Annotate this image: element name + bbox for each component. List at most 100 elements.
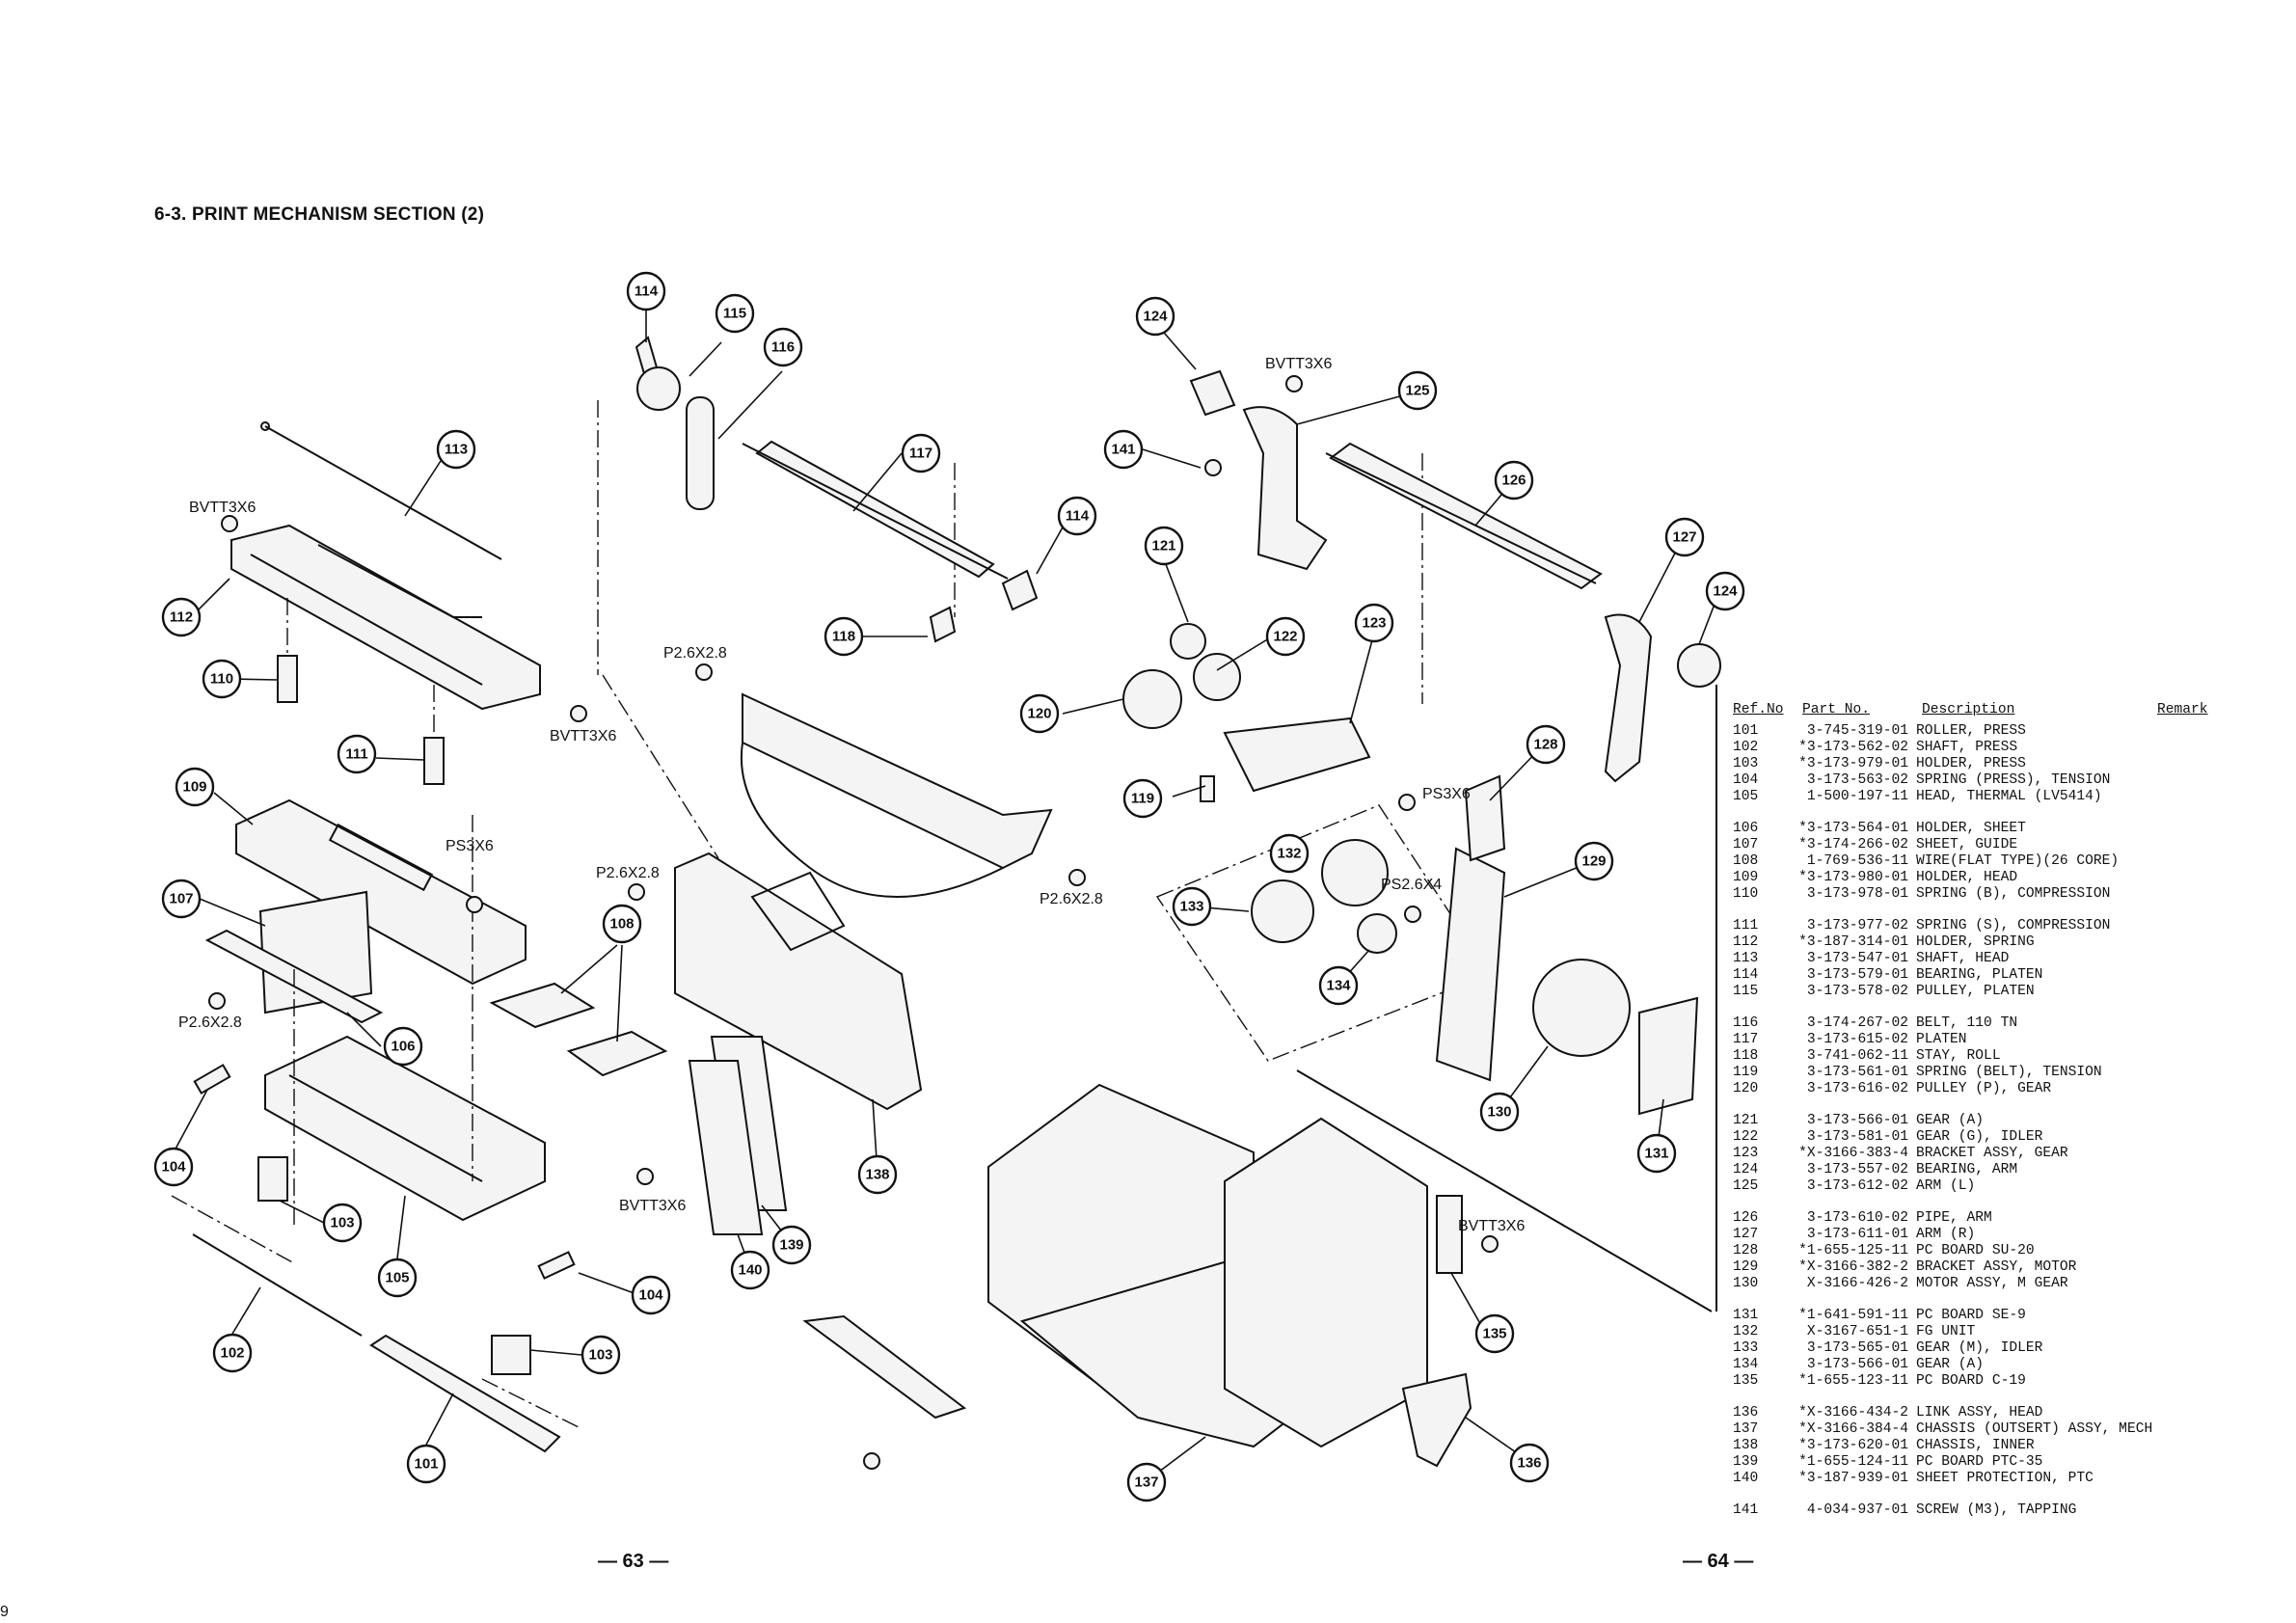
description-cell: PC BOARD SE-9 [1916, 1308, 2026, 1323]
callout-131: 131 [1636, 1133, 1677, 1174]
ref-no-cell: 133 [1733, 1340, 1759, 1356]
inner-chassis-part [674, 852, 923, 1111]
svg-text:125: 125 [1405, 383, 1429, 399]
head-shaft-part [264, 425, 502, 560]
part-no-cell: 3-173-547-01 [1806, 951, 1908, 966]
callout-108: 108 [602, 904, 642, 944]
bearing-arm-a-part [1189, 369, 1236, 417]
bracket-gear-part [1223, 717, 1371, 793]
callout-125: 125 [1397, 370, 1438, 411]
ref-no-cell: 140 [1733, 1471, 1759, 1486]
svg-text:101: 101 [414, 1456, 438, 1473]
arm-r-part [1604, 613, 1653, 783]
ref-no-cell: 118 [1733, 1048, 1759, 1064]
svg-text:116: 116 [771, 339, 795, 356]
callout-101: 101 [406, 1444, 446, 1484]
description-cell: GEAR (A) [1916, 1357, 1985, 1372]
svg-text:114: 114 [1066, 508, 1090, 525]
description-cell: HOLDER, SPRING [1916, 934, 2035, 950]
part-no-cell: *X-3166-384-4 [1798, 1421, 1908, 1437]
callout-139: 139 [771, 1225, 812, 1265]
description-cell: PC BOARD SU-20 [1916, 1243, 2035, 1258]
callout-113: 113 [436, 429, 476, 470]
ref-no-cell: 101 [1733, 723, 1759, 739]
screw-label: P2.6X2.8 [596, 865, 660, 881]
svg-text:111: 111 [345, 746, 367, 763]
part-no-cell: 3-174-267-02 [1806, 1015, 1908, 1031]
description-cell: WIRE(FLAT TYPE)(26 CORE) [1916, 853, 2120, 869]
press-roller-part [369, 1334, 561, 1453]
callout-135: 135 [1474, 1313, 1515, 1354]
ref-no-cell: 114 [1733, 967, 1759, 983]
part-no-cell: 3-173-977-02 [1806, 918, 1908, 933]
chassis-side-part [1224, 1117, 1428, 1448]
part-no-cell: 1-500-197-11 [1806, 789, 1908, 804]
description-cell: SCREW (M3), TAPPING [1916, 1502, 2077, 1518]
part-no-cell: *3-187-314-01 [1798, 934, 1908, 950]
bearing-arm-b-part [1677, 643, 1721, 688]
callout-133: 133 [1172, 886, 1212, 927]
description-cell: BRACKET ASSY, MOTOR [1916, 1259, 2077, 1275]
description-cell: SHEET, GUIDE [1916, 837, 2018, 852]
ref-no-cell: 112 [1733, 934, 1759, 950]
part-no-cell: *1-655-123-11 [1798, 1373, 1908, 1389]
callout-112: 112 [161, 597, 202, 637]
ref-no-cell: 127 [1733, 1227, 1759, 1242]
ref-no-cell: 120 [1733, 1081, 1759, 1096]
ref-no-cell: 123 [1733, 1146, 1759, 1161]
part-no-cell: *3-173-620-01 [1798, 1438, 1908, 1453]
callout-124: 124 [1705, 571, 1745, 611]
svg-text:104: 104 [638, 1287, 663, 1304]
description-cell: HOLDER, SHEET [1916, 821, 2026, 836]
pc-board-su20-part [1464, 774, 1506, 862]
screw-label: BVTT3X6 [619, 1198, 686, 1214]
description-cell: GEAR (M), IDLER [1916, 1340, 2043, 1356]
ref-no-cell: 119 [1733, 1065, 1759, 1080]
svg-text:110: 110 [210, 671, 233, 688]
spring-belt-part [1200, 775, 1215, 802]
part-no-cell: *1-641-591-11 [1798, 1308, 1908, 1323]
ref-no-cell: 122 [1733, 1129, 1759, 1145]
description-cell: MOTOR ASSY, M GEAR [1916, 1276, 2068, 1291]
part-no-cell: 3-173-579-01 [1806, 967, 1908, 983]
svg-text:127: 127 [1672, 529, 1696, 546]
callout-117: 117 [901, 433, 941, 473]
svg-text:109: 109 [182, 779, 206, 796]
part-no-cell: *X-3166-434-2 [1798, 1405, 1908, 1420]
table-row: 112 *3-187-314-01 HOLDER, SPRING [1733, 934, 2209, 951]
part-no-cell: 3-173-612-02 [1806, 1178, 1908, 1194]
gear-idler-part [1193, 653, 1241, 701]
pulley-platen-part [636, 366, 681, 411]
ref-no-cell: 111 [1733, 918, 1759, 933]
belt-part [686, 396, 715, 510]
pc-board-se9-part [1638, 996, 1699, 1116]
screw-label: PS3X6 [1422, 786, 1471, 802]
fg-unit-part [1321, 839, 1389, 906]
callout-105: 105 [377, 1258, 418, 1298]
ref-no-cell: 103 [1733, 756, 1759, 771]
part-no-cell: *X-3166-382-2 [1798, 1259, 1908, 1275]
svg-text:103: 103 [330, 1215, 354, 1231]
part-no-cell: 3-173-616-02 [1806, 1081, 1908, 1096]
description-cell: PIPE, ARM [1916, 1210, 1992, 1226]
callout-115: 115 [715, 293, 755, 334]
svg-text:136: 136 [1517, 1455, 1541, 1472]
ref-no-cell: 106 [1733, 821, 1759, 836]
callout-111: 111 [337, 734, 377, 774]
svg-text:102: 102 [220, 1345, 244, 1362]
svg-text:137: 137 [1134, 1474, 1158, 1491]
